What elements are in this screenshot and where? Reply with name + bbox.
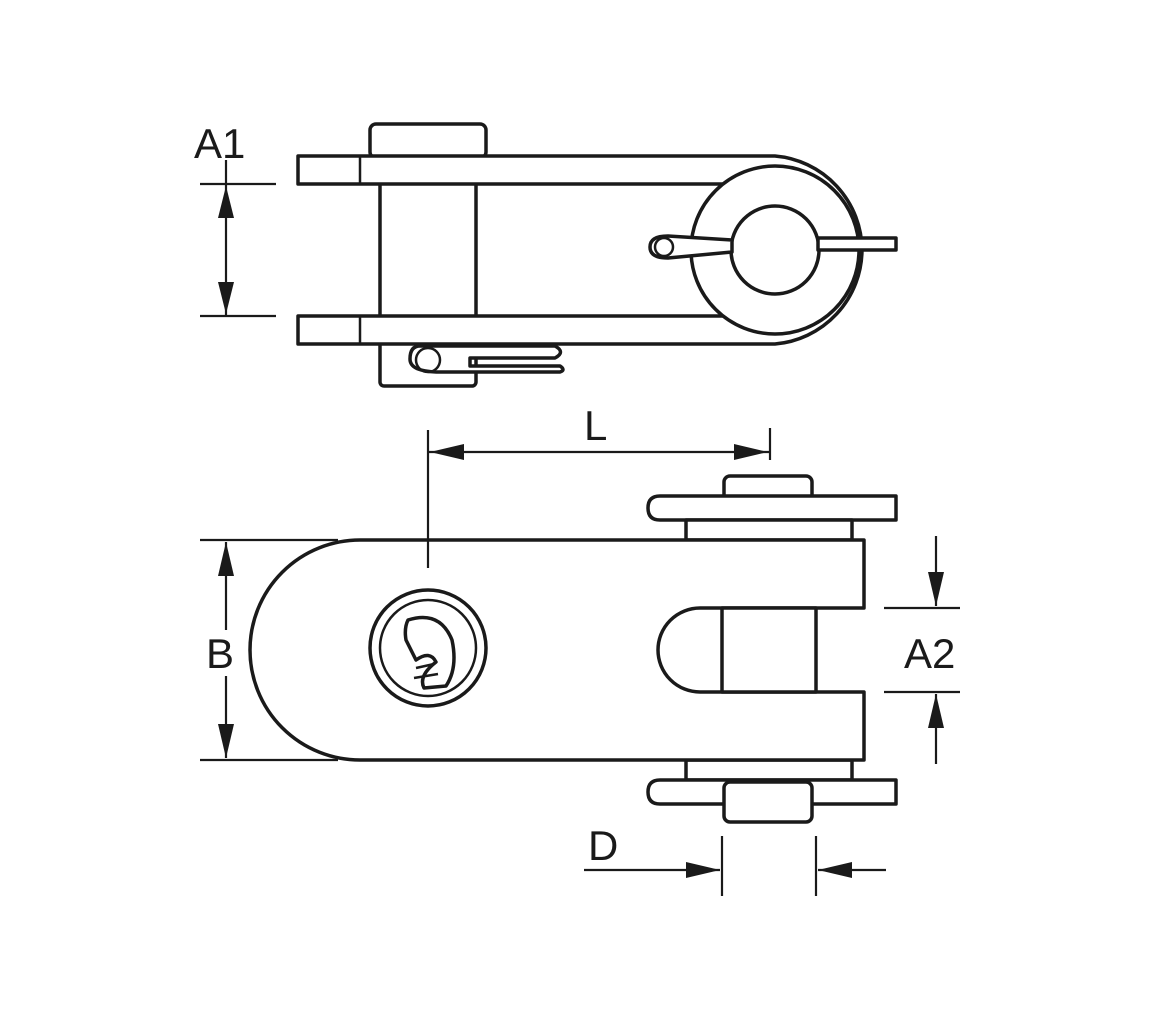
b-arrow-bottom <box>218 724 234 758</box>
bottom-pin-shaft <box>720 606 818 694</box>
top-cotter-eye <box>653 236 675 258</box>
a2-label: A2 <box>904 630 955 677</box>
top-view: A1 <box>194 120 898 388</box>
l-arrow-right <box>734 444 768 460</box>
a1-arrow-bottom <box>218 282 234 314</box>
d-arrow-right <box>818 862 852 878</box>
a2-arrow-bottom <box>928 694 944 728</box>
top-pin-shaft <box>378 180 478 320</box>
a2-arrow-top <box>928 572 944 606</box>
bottom-washer-top <box>646 494 898 522</box>
bottom-spacer-bottom <box>684 758 854 782</box>
l-label: L <box>584 402 607 449</box>
top-cotter-pin-tail <box>816 236 898 252</box>
a1-label: A1 <box>194 120 245 167</box>
bottom-bolt-hook-detail <box>413 662 439 680</box>
a1-arrow-top <box>218 186 234 218</box>
bottom-pin-head-bottom <box>722 780 814 824</box>
top-split-pin-eye <box>414 346 442 374</box>
b-label: B <box>206 630 234 677</box>
top-eye-inner <box>729 204 821 296</box>
bottom-bolt-inner <box>378 598 478 698</box>
l-arrow-left <box>430 444 464 460</box>
bottom-view: L B A2 D <box>200 402 960 896</box>
bottom-spacer-top <box>684 518 854 542</box>
d-arrow-left <box>686 862 720 878</box>
b-arrow-top <box>218 542 234 576</box>
top-split-pin <box>408 344 565 374</box>
top-pin-head <box>368 122 488 160</box>
d-label: D <box>588 822 618 869</box>
